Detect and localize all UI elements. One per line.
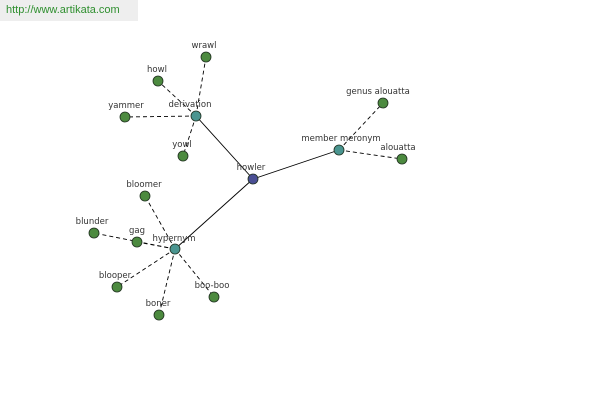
node-label-gag: gag bbox=[129, 226, 145, 236]
node-circle-derivation[interactable] bbox=[190, 110, 202, 122]
node-label-member-meronym: member meronym bbox=[301, 134, 380, 144]
node-blooper[interactable]: blooper bbox=[99, 271, 132, 293]
edges-layer bbox=[93, 56, 403, 316]
edge-member-meronym-alouatta bbox=[338, 149, 403, 160]
edge-howler-derivation bbox=[195, 115, 254, 180]
edge-hypernym-blooper bbox=[116, 248, 176, 288]
node-circle-blunder[interactable] bbox=[88, 227, 100, 239]
node-circle-bloomer[interactable] bbox=[139, 190, 151, 202]
node-howler[interactable]: howler bbox=[237, 163, 266, 185]
node-label-howler: howler bbox=[237, 163, 266, 173]
node-gag[interactable]: gag bbox=[129, 226, 145, 248]
node-alouatta[interactable]: alouatta bbox=[380, 143, 416, 165]
edge-derivation-wrawl bbox=[195, 56, 207, 117]
node-hypernym[interactable]: hypernym bbox=[152, 234, 196, 255]
node-circle-gag[interactable] bbox=[131, 236, 143, 248]
node-label-bloomer: bloomer bbox=[126, 180, 162, 190]
node-wrawl[interactable]: wrawl bbox=[192, 41, 217, 63]
node-label-alouatta: alouatta bbox=[380, 143, 415, 153]
node-label-boo-boo: boo-boo bbox=[195, 281, 230, 291]
node-circle-wrawl[interactable] bbox=[200, 51, 212, 63]
nodes-layer: howler derivation member meronym hypernym wr… bbox=[76, 41, 416, 321]
node-blunder[interactable]: blunder bbox=[76, 217, 109, 239]
edge-howler-member-meronym bbox=[252, 149, 340, 180]
node-circle-boner[interactable] bbox=[153, 309, 165, 321]
url-banner: http://www.artikata.com bbox=[0, 0, 138, 21]
node-circle-howl[interactable] bbox=[152, 75, 164, 87]
node-circle-yammer[interactable] bbox=[119, 111, 131, 123]
node-label-hypernym: hypernym bbox=[152, 234, 195, 244]
edge-howler-hypernym bbox=[174, 178, 254, 250]
node-yowl[interactable]: yowl bbox=[172, 140, 192, 162]
node-circle-yowl[interactable] bbox=[177, 150, 189, 162]
node-circle-howler[interactable] bbox=[247, 173, 259, 185]
node-boo-boo[interactable]: boo-boo bbox=[195, 281, 230, 303]
node-yammer[interactable]: yammer bbox=[108, 101, 144, 123]
node-circle-member-meronym[interactable] bbox=[333, 144, 345, 156]
edge-derivation-yammer bbox=[124, 115, 197, 118]
node-bloomer[interactable]: bloomer bbox=[126, 180, 162, 202]
node-label-blunder: blunder bbox=[76, 217, 109, 227]
node-label-blooper: blooper bbox=[99, 271, 132, 281]
node-label-boner: boner bbox=[146, 299, 171, 309]
edge-derivation-howl bbox=[157, 80, 197, 117]
node-howl[interactable]: howl bbox=[147, 65, 167, 87]
edge-hypernym-boner bbox=[158, 248, 176, 316]
edge-member-meronym-genus-alouatta bbox=[338, 102, 384, 151]
node-genus-alouatta[interactable]: genus alouatta bbox=[346, 87, 410, 109]
node-boner[interactable]: boner bbox=[146, 299, 171, 321]
edge-hypernym-bloomer bbox=[144, 195, 176, 250]
node-circle-genus-alouatta[interactable] bbox=[377, 97, 389, 109]
node-label-yammer: yammer bbox=[108, 101, 144, 111]
node-label-yowl: yowl bbox=[172, 140, 192, 150]
edge-hypernym-boo-boo bbox=[174, 248, 215, 298]
node-circle-hypernym[interactable] bbox=[169, 243, 181, 255]
node-circle-alouatta[interactable] bbox=[396, 153, 408, 165]
node-label-genus-alouatta: genus alouatta bbox=[346, 87, 410, 97]
node-circle-boo-boo[interactable] bbox=[208, 291, 220, 303]
node-member-meronym[interactable]: member meronym bbox=[301, 134, 381, 156]
site-url-link[interactable]: http://www.artikata.com bbox=[6, 4, 120, 16]
node-label-howl: howl bbox=[147, 65, 167, 75]
edge-derivation-yowl bbox=[182, 115, 197, 157]
node-circle-blooper[interactable] bbox=[111, 281, 123, 293]
node-derivation[interactable]: derivation bbox=[168, 100, 212, 122]
node-label-wrawl: wrawl bbox=[192, 41, 217, 51]
node-label-derivation: derivation bbox=[168, 100, 211, 110]
